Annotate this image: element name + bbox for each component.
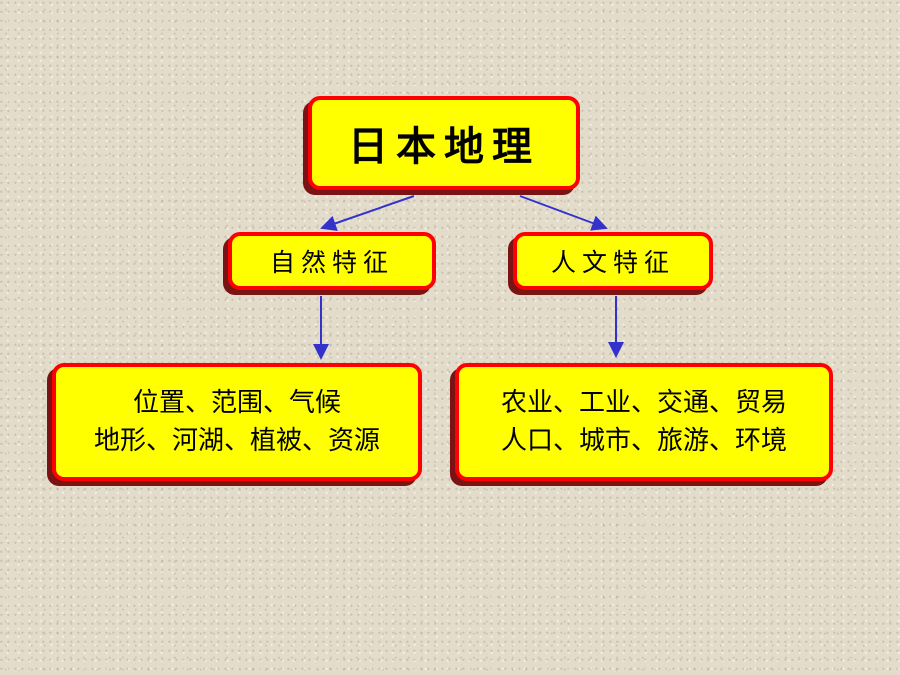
arrow-title-to-human [519, 195, 608, 231]
human-features-box: 人文特征 [513, 232, 713, 290]
natural-details-box: 位置、范围、气候 地形、河湖、植被、资源 [52, 363, 422, 481]
title-box: 日本地理 [308, 96, 580, 190]
human-details-line-1: 农业、工业、交通、贸易 [500, 388, 787, 418]
human-details-box: 农业、工业、交通、贸易 人口、城市、旅游、环境 [455, 363, 833, 481]
natural-details-line-1: 位置、范围、气候 [132, 388, 341, 418]
human-details-line-2: 人口、城市、旅游、环境 [500, 426, 787, 456]
arrow-title-to-natural [320, 195, 415, 231]
natural-features-label: 自然特征 [269, 248, 394, 277]
title-text: 日本地理 [348, 124, 540, 170]
natural-features-box: 自然特征 [228, 232, 436, 290]
natural-details-line-2: 地形、河湖、植被、资源 [93, 426, 380, 456]
human-features-label: 人文特征 [550, 248, 675, 277]
